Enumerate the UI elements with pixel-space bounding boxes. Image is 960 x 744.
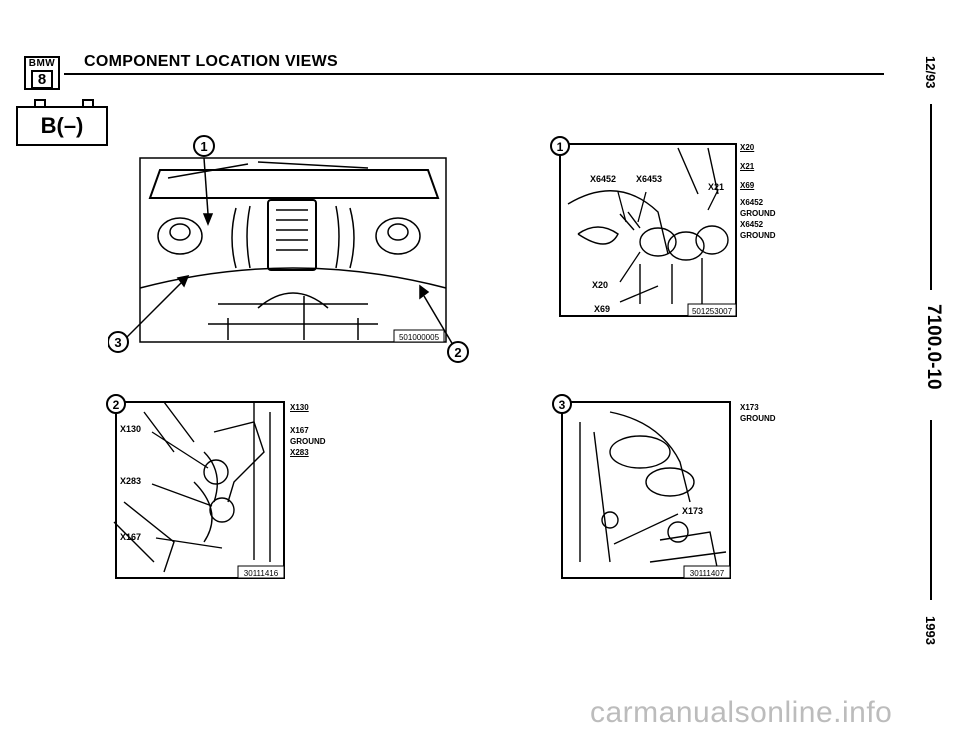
side-rule-2 [930,420,932,600]
side-rule-1 [930,104,932,290]
side-year: 1993 [923,616,938,645]
view1-legend-ground-b: GROUND [740,231,776,240]
view1-legend-x6452: X6452 [740,198,764,207]
bmw-logo: BMW 8 [24,56,60,90]
engine-part-number: 501000005 [399,333,440,342]
view1-callout: 1 [557,140,564,154]
view2-figure: 2 X130 X283 X167 30111416 [106,394,285,579]
view1-figure: 1 X6452 X6453 X21 X20 X69 501253007 [550,136,737,317]
view3-callout: 3 [559,398,566,412]
badge-tab-left [34,99,46,106]
header-rule [64,73,884,75]
view2-legend: X130 X167 GROUND X283 [290,402,326,458]
view2-part-number: 30111416 [244,569,279,578]
view2-legend-x130: X130 [290,403,309,412]
view1-legend-x69: X69 [740,181,755,190]
view1-legend: X20 X21 X69 X6452 GROUND X6452 GROUND [740,142,776,241]
view2-label-x167: X167 [120,532,141,542]
view1-legend-x21: X21 [740,162,755,171]
engine-callout-1: 1 [200,139,207,154]
view2-label-x130: X130 [120,424,141,434]
logo-series: 8 [30,69,54,89]
side-date: 12/93 [923,56,938,89]
view1-legend-x6452-b: X6452 [740,220,764,229]
engine-bay-figure: 1 3 2 501000005 [108,135,469,363]
view3-legend-ground: GROUND [740,414,776,423]
view1-label-x21: X21 [708,182,724,192]
engine-callout-3: 3 [114,335,121,350]
view1-label-x20: X20 [592,280,608,290]
view1-label-x6452: X6452 [590,174,616,184]
view1-legend-ground: GROUND [740,209,776,218]
view3-part-number: 30111407 [690,569,725,578]
badge-tab-right [82,99,94,106]
logo-brand: BMW [28,57,56,69]
ground-badge: B(–) [16,106,108,146]
view1-legend-x20: X20 [740,143,755,152]
view2-callout: 2 [113,398,120,412]
view3-label-x173: X173 [682,506,703,516]
view2-legend-ground: GROUND [290,437,326,446]
view2-label-x283: X283 [120,476,141,486]
view1-label-x6453: X6453 [636,174,662,184]
view1-label-x69: X69 [594,304,610,314]
engine-callout-2: 2 [454,345,461,360]
view2-legend-x167: X167 [290,426,309,435]
view3-legend-x173: X173 [740,403,759,412]
page-title: COMPONENT LOCATION VIEWS [84,53,339,70]
view3-legend: X173 GROUND [740,402,776,424]
view2-legend-x283: X283 [290,448,309,457]
view3-figure: 3 X173 30111407 [552,394,731,579]
side-page-code: 7100.0-10 [923,304,944,390]
watermark: carmanualsonline.info [590,696,893,729]
view1-part-number: 501253007 [692,307,733,316]
